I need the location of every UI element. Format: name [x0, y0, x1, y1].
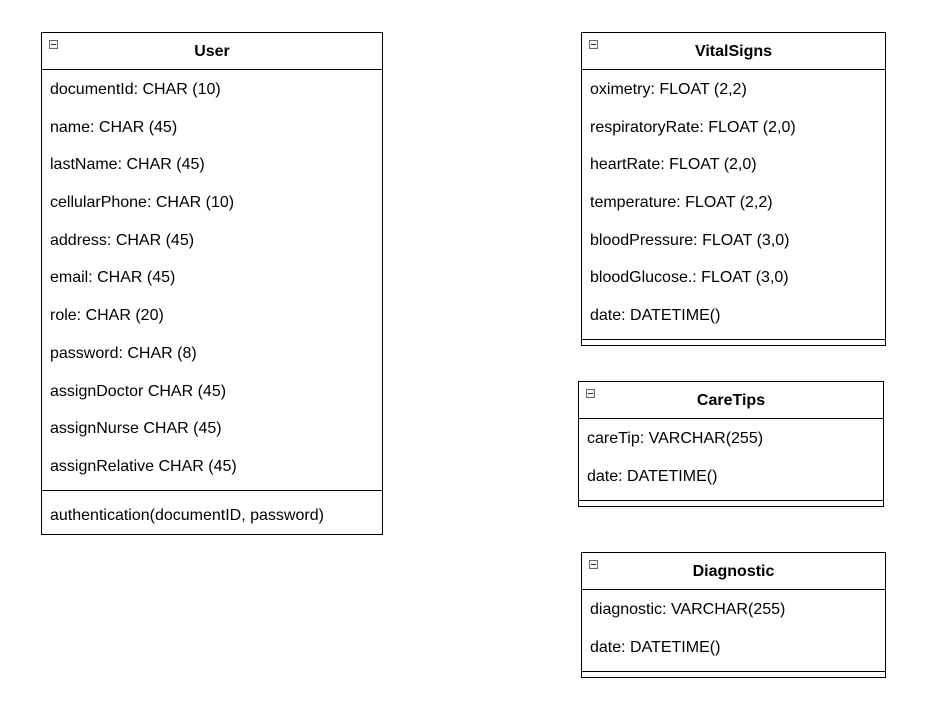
attribute[interactable]: bloodPressure: FLOAT (3,0): [590, 231, 790, 249]
attribute[interactable]: temperature: FLOAT (2,2): [590, 194, 773, 212]
compartment-divider: [42, 489, 382, 491]
operation[interactable]: authentication(documentID, password): [50, 506, 324, 524]
class-caretips[interactable]: CareTips careTip: VARCHAR(255) date: DAT…: [578, 381, 884, 507]
class-name: VitalSigns: [694, 43, 773, 60]
attribute[interactable]: date: DATETIME(): [590, 638, 721, 656]
class-name: CareTips: [696, 392, 766, 409]
compartment-divider: [579, 500, 883, 501]
attribute[interactable]: role: CHAR (20): [50, 307, 164, 325]
compartment-divider: [582, 671, 885, 672]
operation-list: authentication(documentID, password): [42, 491, 382, 533]
class-header: VitalSigns: [582, 33, 885, 70]
class-vitalsigns[interactable]: VitalSigns oximetry: FLOAT (2,2) respira…: [581, 32, 886, 346]
attribute[interactable]: name: CHAR (45): [50, 118, 178, 136]
collapse-minus-icon[interactable]: [589, 560, 598, 569]
attribute[interactable]: date: DATETIME(): [587, 467, 718, 485]
attribute[interactable]: address: CHAR (45): [50, 231, 195, 249]
class-user[interactable]: User documentId: CHAR (10) name: CHAR (4…: [41, 32, 383, 535]
attribute[interactable]: oximetry: FLOAT (2,2): [590, 81, 747, 98]
class-header: Diagnostic: [582, 553, 885, 590]
attribute[interactable]: assignRelative CHAR (45): [50, 457, 237, 475]
attribute[interactable]: lastName: CHAR (45): [50, 156, 205, 174]
class-name: Diagnostic: [692, 563, 775, 580]
attribute[interactable]: assignDoctor CHAR (45): [50, 382, 227, 400]
class-diagnostic[interactable]: Diagnostic diagnostic: VARCHAR(255) date…: [581, 552, 886, 678]
class-header: CareTips: [579, 382, 883, 419]
collapse-minus-icon[interactable]: [589, 40, 598, 49]
compartment-divider: [582, 339, 885, 340]
attribute[interactable]: respiratoryRate: FLOAT (2,0): [590, 118, 796, 136]
attribute[interactable]: date: DATETIME(): [590, 307, 721, 325]
attribute-list: oximetry: FLOAT (2,2) respiratoryRate: F…: [582, 70, 885, 335]
attribute-list: careTip: VARCHAR(255) date: DATETIME(): [579, 419, 883, 495]
attribute[interactable]: password: CHAR (8): [50, 344, 197, 362]
attribute-list: diagnostic: VARCHAR(255) date: DATETIME(…: [582, 590, 885, 666]
collapse-minus-icon[interactable]: [49, 40, 58, 49]
class-header: User: [42, 33, 382, 70]
collapse-minus-icon[interactable]: [586, 389, 595, 398]
attribute[interactable]: assignNurse CHAR (45): [50, 420, 222, 438]
class-name: User: [194, 43, 230, 60]
attribute[interactable]: cellularPhone: CHAR (10): [50, 194, 235, 212]
attribute-list: documentId: CHAR (10) name: CHAR (45) la…: [42, 70, 382, 486]
attribute[interactable]: heartRate: FLOAT (2,0): [590, 156, 757, 174]
attribute[interactable]: email: CHAR (45): [50, 269, 176, 287]
attribute[interactable]: documentId: CHAR (10): [50, 81, 221, 98]
attribute[interactable]: careTip: VARCHAR(255): [587, 430, 764, 447]
attribute[interactable]: bloodGlucose.: FLOAT (3,0): [590, 269, 789, 287]
attribute[interactable]: diagnostic: VARCHAR(255): [590, 601, 786, 618]
